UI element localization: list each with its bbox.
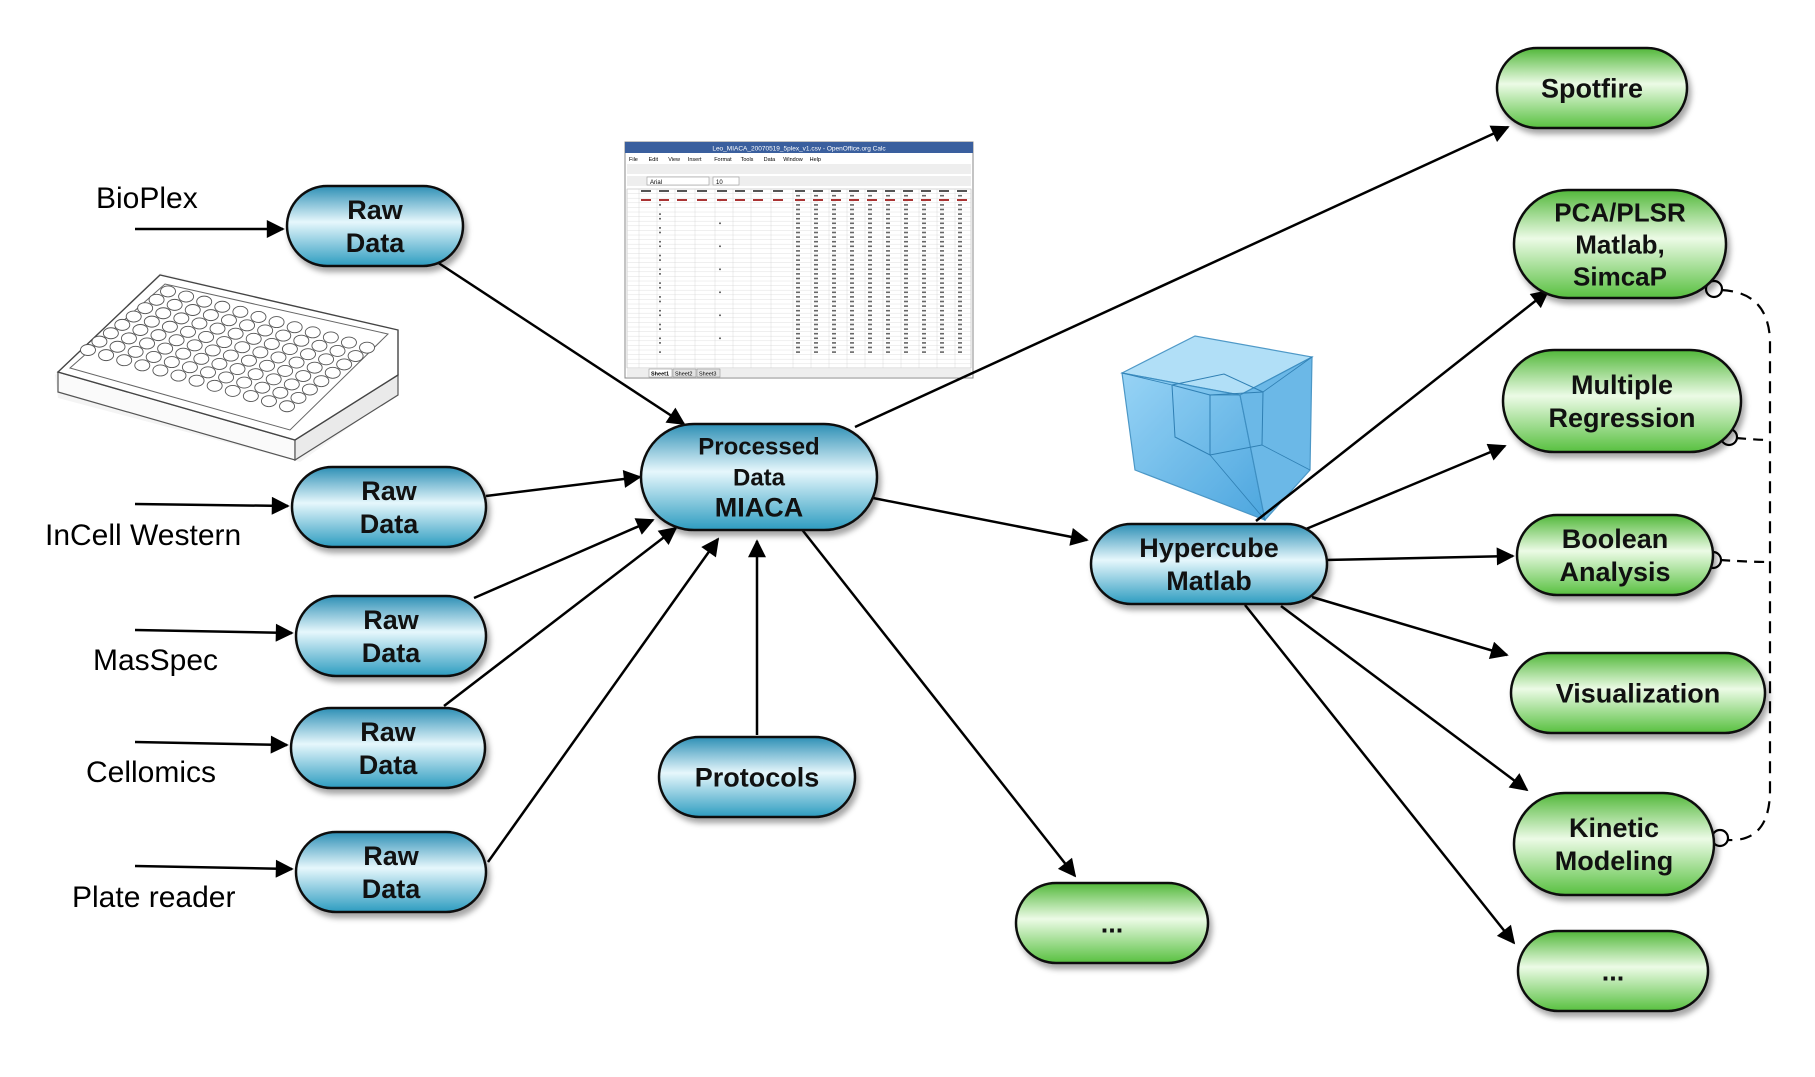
hypercube-illustration	[1120, 335, 1314, 522]
spreadsheet-titlebar	[625, 142, 973, 153]
edge-processed-more	[799, 526, 1077, 878]
more-node: ...	[1516, 929, 1710, 1013]
edge-raw4-processed	[443, 526, 678, 707]
spotfire-node: Spotfire	[1495, 46, 1689, 130]
hypercube-label-line: Matlab	[1166, 566, 1252, 596]
boolean-label-line: Analysis	[1559, 557, 1670, 587]
edges	[134, 125, 1550, 945]
edge-processed-spotfire	[854, 125, 1510, 429]
pca-label-line: SimcaP	[1573, 261, 1667, 291]
spreadsheet-tabs: Sheet1 Sheet2 Sheet3	[627, 368, 971, 378]
raw2-label-line: Raw	[361, 476, 418, 506]
spreadsheet-size: 10	[716, 180, 723, 186]
regression-label-line: Multiple	[1571, 370, 1673, 400]
edge-raw2-processed	[485, 470, 642, 498]
hypercube-label-line: Hypercube	[1139, 533, 1279, 563]
spreadsheet-menu-item[interactable]: Format	[714, 157, 732, 163]
raw1-label-line: Raw	[347, 195, 404, 225]
center_more-label-line: ...	[1101, 909, 1124, 939]
source-label-cellomics: Cellomics	[86, 756, 216, 789]
protocols-node: Protocols	[657, 735, 857, 819]
processed-label-line: MIACA	[715, 493, 804, 523]
spreadsheet-menu-item[interactable]: Tools	[741, 157, 754, 163]
kinetic-label-line: Kinetic	[1569, 813, 1659, 843]
source-label-plate-reader: Plate reader	[72, 881, 235, 914]
pca-label-line: Matlab,	[1575, 229, 1665, 259]
edge-raw1-processed	[436, 260, 686, 426]
boolean-label-line: Boolean	[1562, 524, 1669, 554]
spreadsheet-font: Arial	[650, 180, 662, 186]
edge-hypercube-visualization	[1311, 595, 1509, 660]
edge-raw3-processed	[473, 518, 655, 600]
raw3-label-line: Raw	[363, 605, 420, 635]
spreadsheet-menu-item[interactable]: File	[629, 157, 638, 163]
edge-plate-raw	[134, 859, 294, 878]
edge-hypercube-more	[1244, 604, 1516, 945]
edge-processed-hypercube	[872, 496, 1089, 546]
spreadsheet-menu-item[interactable]: Edit	[649, 157, 659, 163]
visualization-label-line: Visualization	[1556, 679, 1721, 709]
spreadsheet-menu-item[interactable]: Help	[810, 157, 821, 163]
more-label-line: ...	[1602, 957, 1625, 987]
edge-hypercube-regression	[1305, 443, 1507, 531]
processed-label-line: Processed	[698, 434, 819, 461]
spreadsheet-menu-item[interactable]: Insert	[688, 157, 702, 163]
spreadsheet-menu-item[interactable]: Data	[764, 157, 777, 163]
spreadsheet-title: Leo_MIACA_20070519_5plex_v1.csv - OpenOf…	[712, 146, 886, 153]
spreadsheet-tab[interactable]: Sheet1	[651, 372, 669, 378]
spotfire-label-line: Spotfire	[1541, 74, 1643, 104]
dashed-link	[1703, 279, 1772, 848]
raw2-label-line: Data	[360, 509, 420, 539]
pca-label-line: PCA/PLSR	[1554, 197, 1686, 227]
spreadsheet-tab[interactable]: Sheet3	[699, 372, 716, 378]
source-label-incell: InCell Western	[45, 519, 241, 552]
spreadsheet-tab[interactable]: Sheet2	[675, 372, 692, 378]
raw5-label-line: Data	[362, 874, 422, 904]
raw5-label-line: Raw	[363, 841, 420, 871]
spreadsheet-screenshot: Leo_MIACA_20070519_5plex_v1.csv - OpenOf…	[624, 141, 974, 379]
processed-label-line: Data	[733, 465, 786, 492]
raw1-label-line: Data	[346, 228, 406, 258]
edge-masspec-raw	[134, 623, 294, 642]
source-label-masspec: MasSpec	[93, 644, 218, 677]
microplate-illustration	[55, 273, 399, 462]
edge-hypercube-boolean	[1324, 547, 1515, 566]
edge-incell-raw	[134, 496, 290, 515]
raw3-label-line: Data	[362, 638, 422, 668]
source-label-bioplex: BioPlex	[96, 182, 198, 215]
visualization-node: Visualization	[1509, 651, 1767, 735]
connector-circle	[1704, 279, 1724, 299]
regression-label-line: Regression	[1548, 403, 1695, 433]
spreadsheet-grid	[626, 188, 972, 369]
edge-cellomics-raw	[134, 735, 289, 754]
nodes: RawDataRawDataRawDataRawDataRawDataProce…	[285, 46, 1767, 1013]
kinetic-label-line: Modeling	[1555, 846, 1673, 876]
raw4-label-line: Raw	[360, 717, 417, 747]
edge-hypercube-pca	[1255, 289, 1550, 522]
edge-hypercube-kinetic	[1280, 604, 1529, 792]
protocols-label-line: Protocols	[695, 763, 820, 793]
raw4-label-line: Data	[359, 750, 419, 780]
edge-raw5-processed	[486, 537, 720, 863]
center_more-node: ...	[1014, 881, 1210, 965]
spreadsheet-menu-item[interactable]: View	[668, 157, 680, 163]
spreadsheet-menu-item[interactable]: Window	[783, 157, 803, 163]
